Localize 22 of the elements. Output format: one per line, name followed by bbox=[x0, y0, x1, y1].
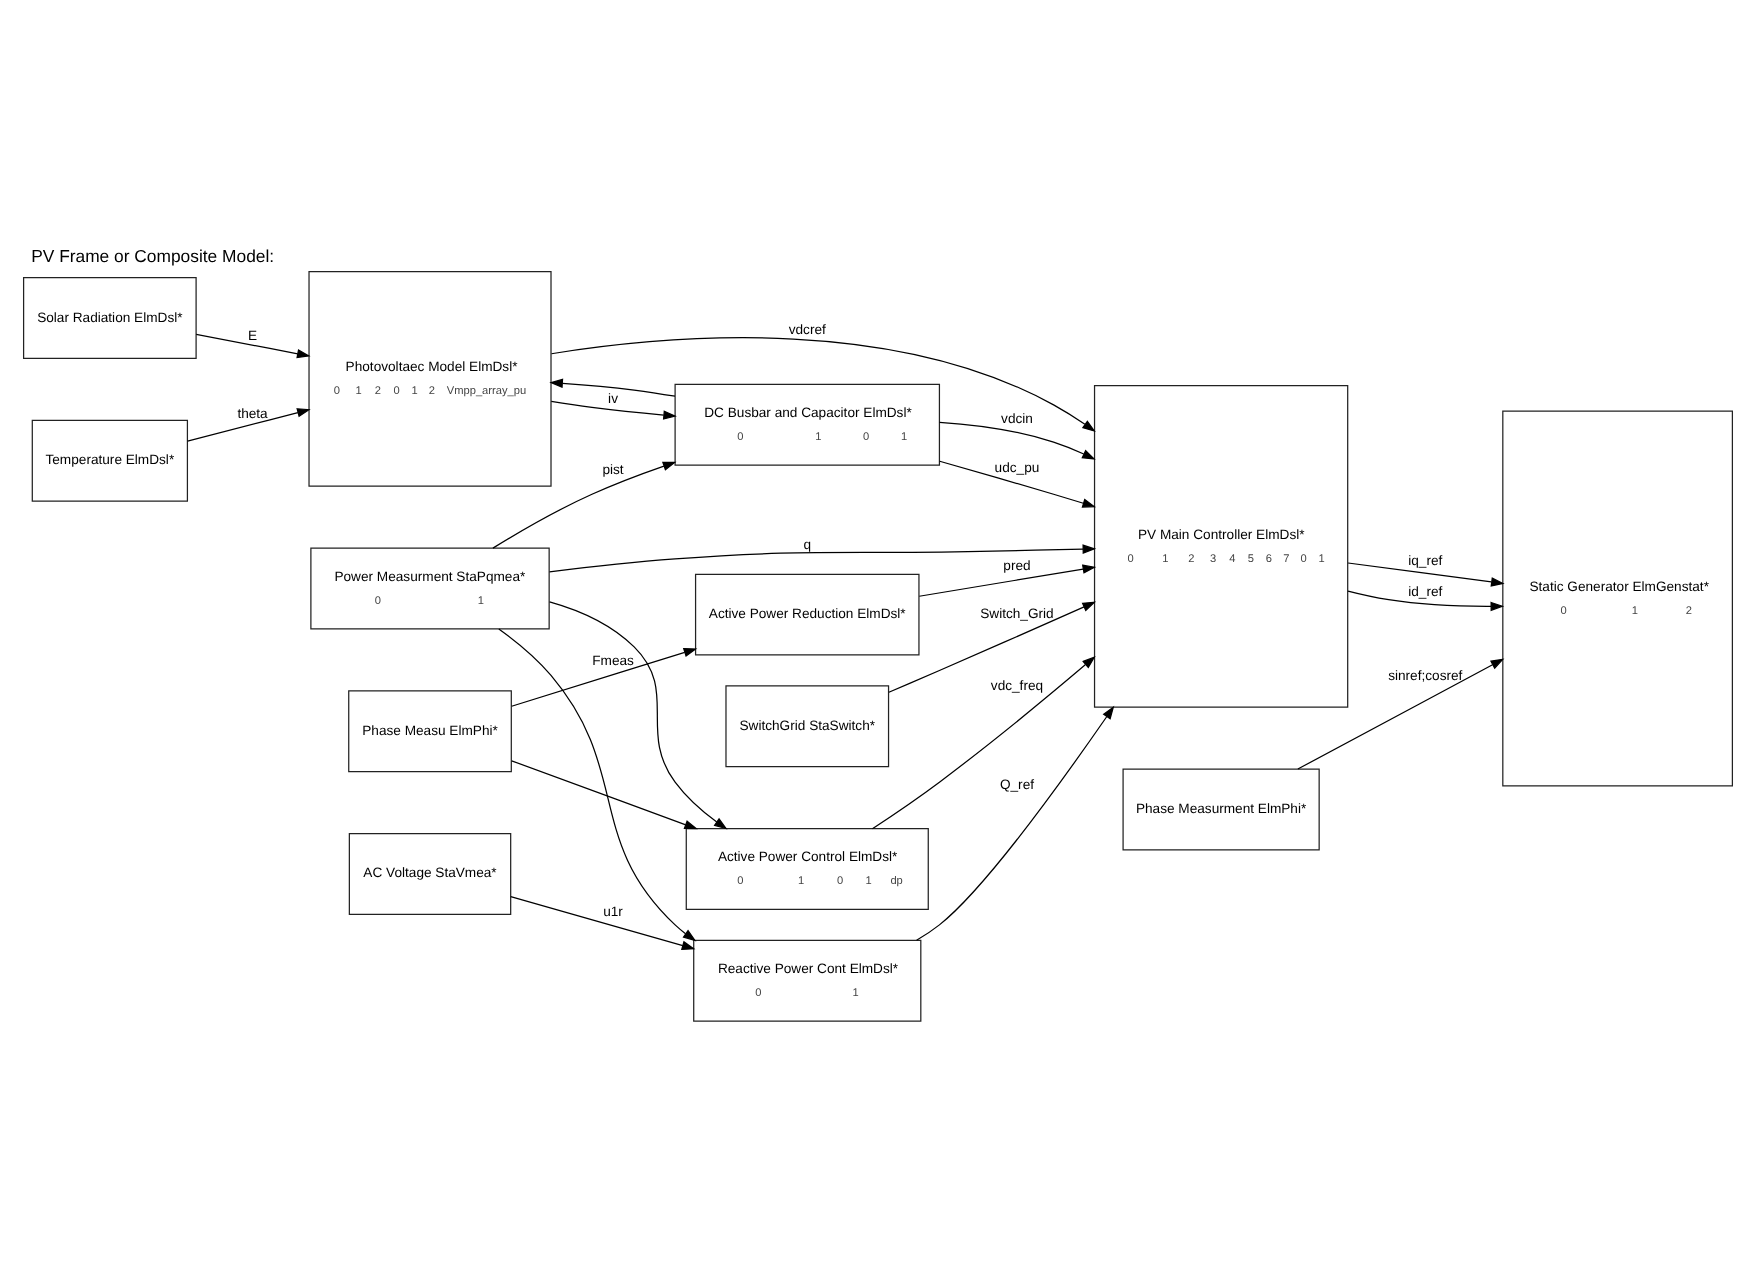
arrow bbox=[887, 601, 1096, 693]
arrow bbox=[509, 896, 695, 951]
arrow bbox=[549, 337, 1095, 432]
arrow bbox=[914, 705, 1114, 941]
arrow bbox=[1346, 562, 1504, 587]
arrow bbox=[1296, 658, 1504, 770]
arrow bbox=[917, 564, 1096, 597]
arrow bbox=[497, 628, 696, 942]
arrow bbox=[937, 421, 1095, 460]
diagram-title: PV Frame or Composite Model: bbox=[30, 245, 274, 266]
arrow bbox=[547, 601, 727, 830]
arrow bbox=[938, 460, 1096, 508]
arrow bbox=[1346, 590, 1504, 612]
arrow bbox=[510, 647, 697, 707]
arrow bbox=[194, 333, 310, 359]
arrow bbox=[549, 400, 676, 420]
arrow bbox=[548, 378, 675, 397]
arrow bbox=[547, 544, 1096, 573]
arrow bbox=[185, 408, 310, 442]
arrow bbox=[870, 655, 1095, 830]
arrow bbox=[491, 461, 676, 549]
arrow bbox=[510, 760, 698, 830]
